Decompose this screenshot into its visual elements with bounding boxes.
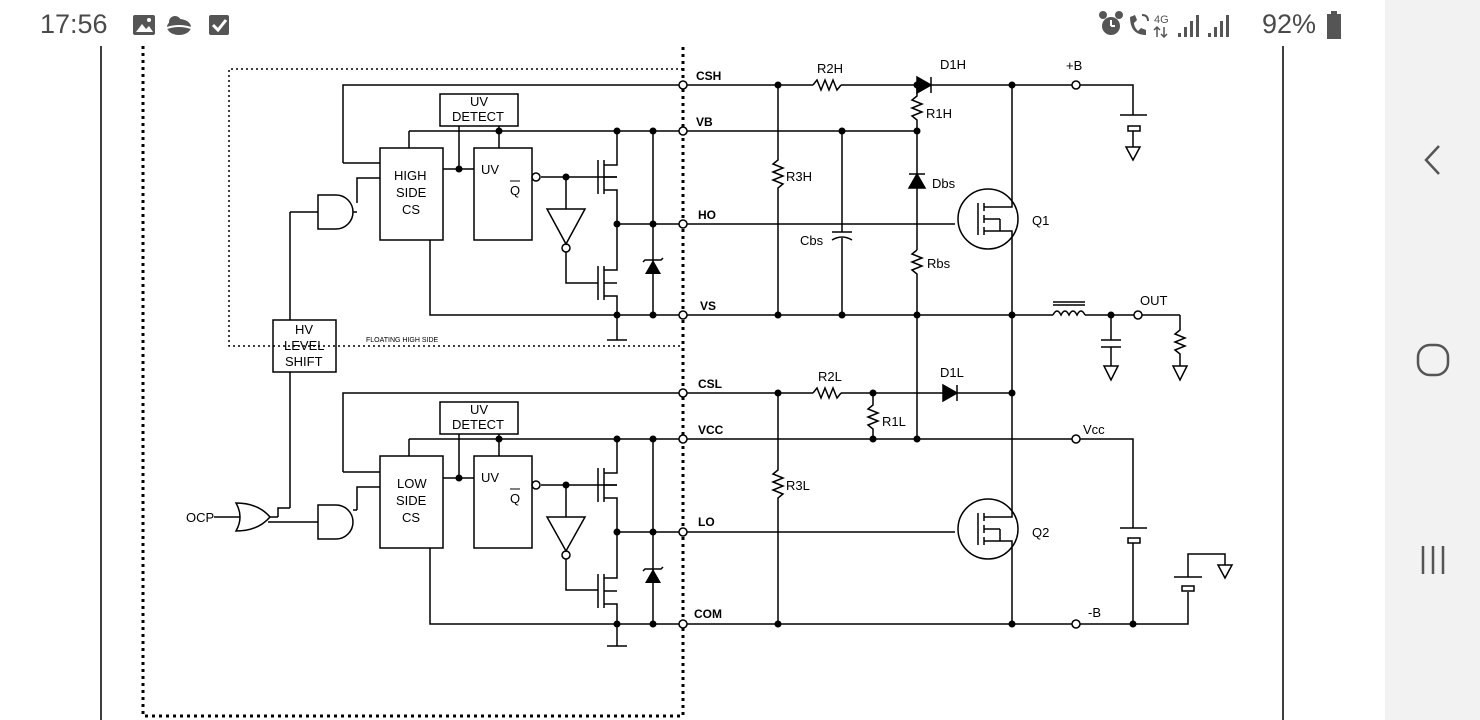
network-4g-icon: 4G: [1153, 14, 1169, 39]
d1h-label: D1H: [940, 57, 966, 72]
back-icon: [1423, 145, 1440, 175]
weather-icon: [166, 16, 192, 35]
pin-com: COM: [694, 607, 722, 621]
gallery-icon: [133, 15, 155, 35]
uv-latch-low-label: UV: [481, 470, 499, 485]
home-button[interactable]: [1385, 330, 1480, 390]
recents-icon: [1421, 546, 1444, 574]
checkbox-icon: [209, 15, 229, 35]
cbs-label: Cbs: [800, 233, 824, 248]
q1-mosfet: [957, 188, 1019, 250]
and-gate-low: [317, 504, 354, 540]
vcc-label: Vcc: [1083, 422, 1105, 437]
recents-button[interactable]: [1385, 530, 1480, 590]
pin-ho: HO: [698, 208, 716, 222]
high-side-label-high: HIGH: [394, 168, 427, 183]
home-icon: [1416, 343, 1449, 377]
status-right-icons: 4G: [1099, 11, 1229, 39]
r2l-label: R2L: [818, 369, 842, 384]
qbar-low-label: Q: [510, 491, 520, 506]
battery-icon: [1327, 11, 1341, 39]
plus-b-label: +B: [1066, 58, 1082, 73]
status-bar: 17:56 4G: [0, 0, 1385, 50]
low-side-label-side: SIDE: [396, 493, 427, 508]
uv-detect-high-label-uv: UV: [470, 94, 488, 109]
signal-2-icon: [1208, 15, 1229, 37]
pin-vcc: VCC: [698, 423, 724, 437]
ic-pins: [678, 80, 1143, 629]
hv-label: HV: [295, 322, 313, 337]
d1l-label: D1L: [940, 365, 964, 380]
junction-dots: [455, 81, 1137, 628]
and-gate-high: [317, 194, 354, 230]
floating-high-side-label: FLOATING HIGH SIDE: [366, 337, 439, 344]
r1h-label: R1H: [926, 106, 952, 121]
uv-latch-low-block: [473, 455, 533, 549]
zener-high: [642, 257, 664, 274]
status-time: 17:56: [40, 9, 108, 39]
q2-mosfet: [957, 498, 1019, 560]
pin-csh: CSH: [696, 69, 721, 83]
pin-lo: LO: [698, 515, 715, 529]
wifi-call-icon: [1130, 14, 1149, 35]
high-side-label-cs: CS: [402, 202, 420, 217]
floating-high-side-boundary: [228, 68, 683, 347]
alarm-icon: [1099, 11, 1123, 35]
hv-level-shift-block: [272, 319, 337, 373]
rbs-label: Rbs: [927, 256, 951, 271]
pin-vb: VB: [696, 115, 713, 129]
ocp-label: OCP: [186, 510, 214, 525]
uv-detect-high-label-detect: DETECT: [452, 109, 504, 124]
ic-boundary: [141, 46, 685, 718]
uv-detect-low-block: [439, 401, 519, 435]
high-side-label-side: SIDE: [396, 185, 427, 200]
pin-vs: VS: [700, 299, 716, 313]
low-side-label-low: LOW: [397, 476, 427, 491]
pin-csl: CSL: [698, 377, 722, 391]
svg-text:4G: 4G: [1154, 14, 1169, 26]
q1-label: Q1: [1032, 213, 1049, 228]
navigation-bar: [1385, 0, 1480, 720]
r3h-label: R3H: [786, 169, 812, 184]
uv-latch-high-label: UV: [481, 162, 499, 177]
r3l-label: R3L: [786, 478, 810, 493]
level-label: LEVEL: [284, 338, 324, 353]
minus-b-label: -B: [1088, 605, 1101, 620]
circuit-schematic: FLOATING HIGH SIDE: [100, 46, 1284, 720]
low-side-cs-block: [379, 455, 444, 549]
r1l-label: R1L: [882, 414, 906, 429]
high-side-cs-block: [379, 147, 444, 241]
low-side-label-cs: CS: [402, 510, 420, 525]
shift-label: SHIFT: [285, 354, 323, 369]
signal-1-icon: [1178, 15, 1199, 37]
uv-detect-low-label-detect: DETECT: [452, 417, 504, 432]
uv-detect-low-label-uv: UV: [470, 402, 488, 417]
back-button[interactable]: [1385, 130, 1480, 190]
status-left-icons: [133, 15, 229, 35]
q2-label: Q2: [1032, 525, 1049, 540]
dbs-label: Dbs: [932, 176, 956, 191]
qbar-high-label: Q: [510, 183, 520, 198]
battery-level: 92%: [1262, 9, 1317, 39]
zener-low: [642, 566, 664, 583]
uv-latch-high-block: [473, 147, 533, 241]
r2h-label: R2H: [817, 61, 843, 76]
uv-detect-high-block: [439, 93, 519, 127]
or-gate: [234, 502, 271, 532]
out-label: OUT: [1140, 293, 1168, 308]
